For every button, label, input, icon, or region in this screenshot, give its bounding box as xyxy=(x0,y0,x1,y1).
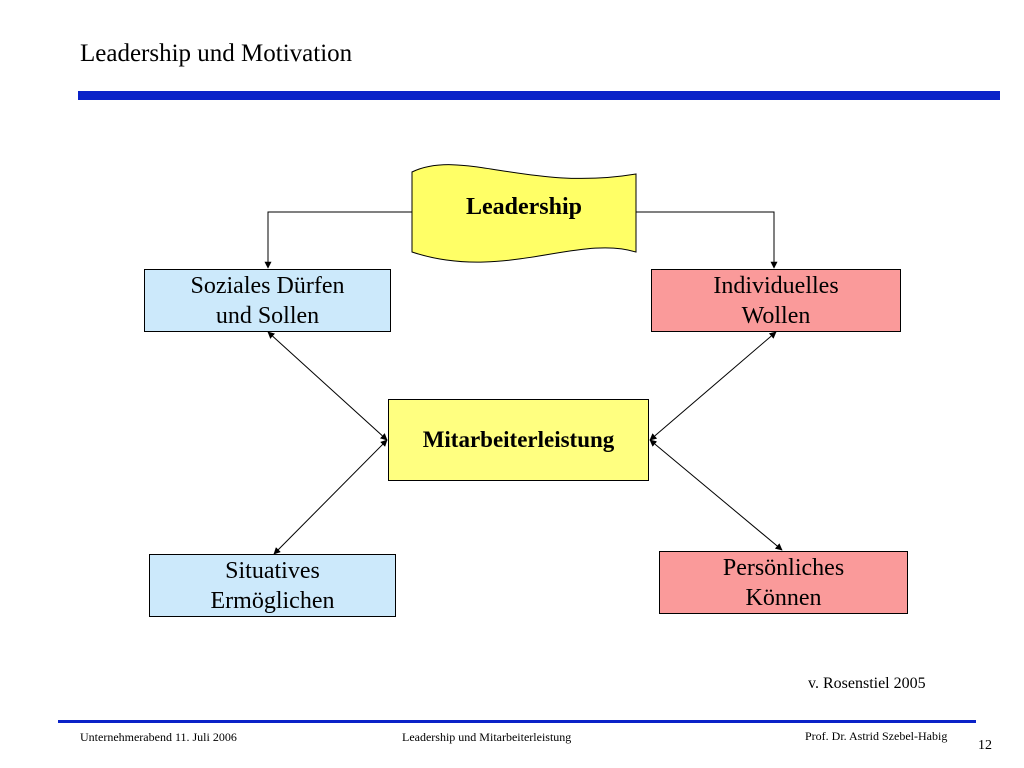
box-social: Soziales Dürfen und Sollen xyxy=(144,269,391,332)
connector-situational-center xyxy=(273,439,388,555)
box-center: Mitarbeiterleistung xyxy=(388,399,649,481)
box-personal: Persönliches Können xyxy=(659,551,908,614)
connector-individual-center xyxy=(649,331,777,441)
leadership-banner xyxy=(411,164,637,263)
box-situational: Situatives Ermöglichen xyxy=(149,554,396,617)
footer-divider xyxy=(58,720,976,723)
page-number: 12 xyxy=(978,738,992,753)
footer-event: Unternehmerabend 11. Juli 2006 xyxy=(80,730,237,744)
connector-leadership-individual xyxy=(636,211,778,269)
connector-personal-center xyxy=(649,439,783,551)
title-divider xyxy=(78,91,1000,100)
slide-title: Leadership und Motivation xyxy=(80,40,353,67)
connector-leadership-social xyxy=(264,211,412,269)
source-citation: v. Rosenstiel 2005 xyxy=(808,675,926,692)
footer-author: Prof. Dr. Astrid Szebel-Habig xyxy=(805,729,948,743)
footer-topic: Leadership und Mitarbeiterleistung xyxy=(402,730,572,744)
connector-social-center xyxy=(267,331,388,441)
leadership-label: Leadership xyxy=(465,194,582,220)
box-individual: Individuelles Wollen xyxy=(651,269,901,332)
